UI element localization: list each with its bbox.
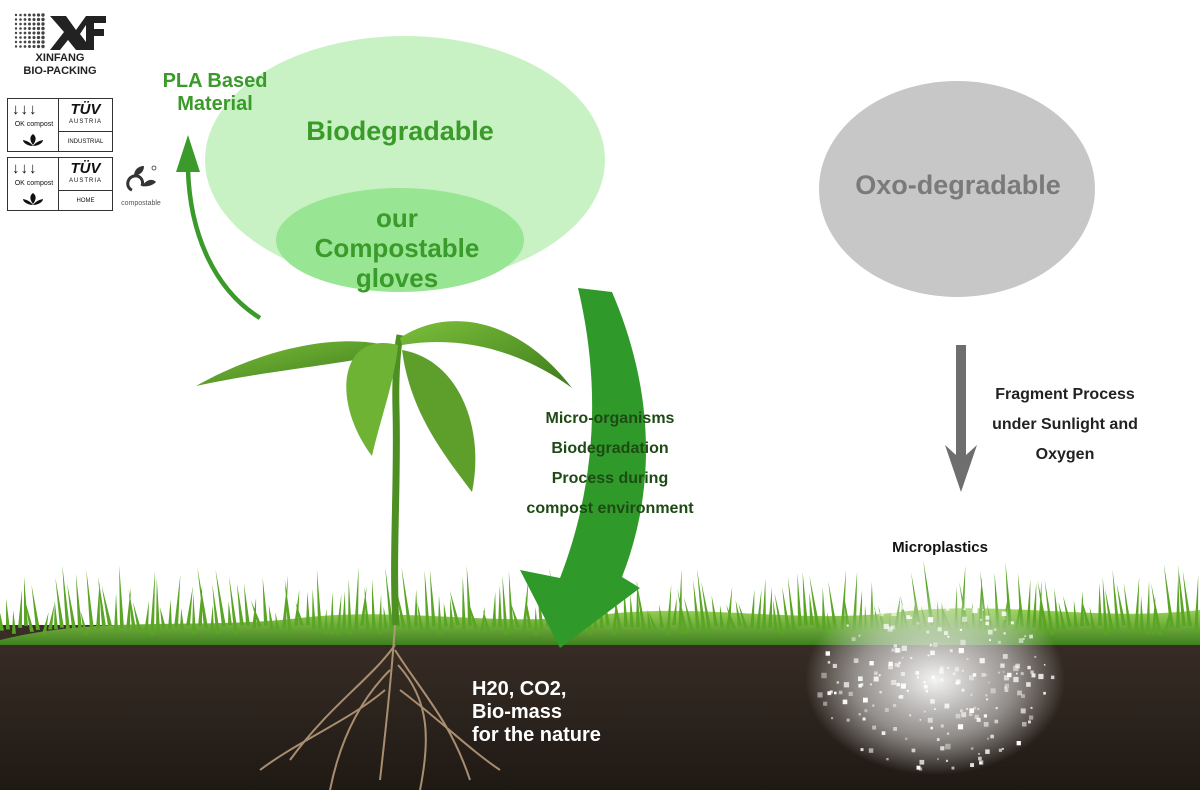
compostable-label: compostable — [121, 200, 161, 207]
brand-name-line1: XINFANG — [35, 52, 85, 64]
down-arrows-icon: ↓↓↓ — [12, 101, 38, 118]
certification-badge-home: ↓↓↓ OK compost TÜV AUSTRIA HOME — [7, 157, 113, 211]
biodegradation-arrow — [520, 288, 646, 648]
pla-based-material-label: PLA Based Material — [150, 70, 280, 116]
microplastics-label: Microplastics — [892, 539, 988, 556]
process-line4: compost environment — [526, 500, 694, 517]
fragment-line3: Oxygen — [1035, 446, 1095, 463]
cert-label: OK compost — [14, 121, 54, 128]
result-line2: Bio-mass — [472, 701, 563, 723]
brand-name-line2: BIO-PACKING — [23, 65, 97, 77]
gloves-line3: gloves — [355, 263, 439, 293]
compostable-gloves-ellipse — [276, 188, 524, 292]
cert-region: AUSTRIA — [68, 119, 102, 125]
cert-issuer: TÜV — [70, 160, 101, 177]
microplastics-dust — [805, 585, 1065, 775]
compostable-gloves-label: our Compostable gloves — [284, 203, 510, 293]
compostable-seedling-icon — [126, 165, 157, 192]
oxo-degradable-label: Oxo-degradable — [855, 170, 1061, 200]
process-line1: Micro-organisms — [545, 410, 675, 427]
gloves-line1: our — [376, 203, 418, 233]
end-products-label: H20, CO2, Bio-mass for the nature — [472, 678, 672, 747]
process-line2: Biodegradation — [551, 440, 669, 457]
process-line3: Process during — [551, 470, 669, 487]
pla-line1: PLA Based — [162, 70, 268, 92]
flower-icon — [23, 193, 43, 205]
brand-name: XINFANG BIO-PACKING — [10, 52, 110, 78]
cert-kind: INDUSTRIAL — [59, 131, 112, 152]
certification-badge-industrial: ↓↓↓ OK compost TÜV AUSTRIA INDUSTRIAL — [7, 98, 113, 152]
seedling — [196, 321, 572, 626]
xinfang-logo-icon — [14, 13, 106, 50]
cert-kind: HOME — [59, 190, 112, 211]
fragment-arrow — [945, 345, 977, 492]
flower-icon — [23, 134, 43, 146]
fragment-line1: Fragment Process — [995, 386, 1135, 403]
fragment-line2: under Sunlight and — [992, 416, 1138, 433]
result-line1: H20, CO2, — [472, 678, 567, 700]
cert-label: OK compost — [14, 180, 54, 187]
arrow-to-pla — [176, 135, 262, 320]
pla-line2: Material — [177, 93, 253, 115]
down-arrows-icon: ↓↓↓ — [12, 160, 38, 177]
result-line3: for the nature — [472, 724, 601, 746]
cert-region: AUSTRIA — [68, 178, 102, 184]
oxo-degradable-ellipse — [819, 81, 1095, 297]
biodegradation-process-label: Micro-organisms Biodegradation Process d… — [500, 404, 720, 524]
plant-roots — [259, 624, 501, 790]
fragment-process-label: Fragment Process under Sunlight and Oxyg… — [960, 380, 1170, 470]
biodegradable-label: Biodegradable — [306, 116, 494, 146]
cert-issuer: TÜV — [70, 101, 101, 118]
gloves-line2: Compostable — [314, 233, 480, 263]
